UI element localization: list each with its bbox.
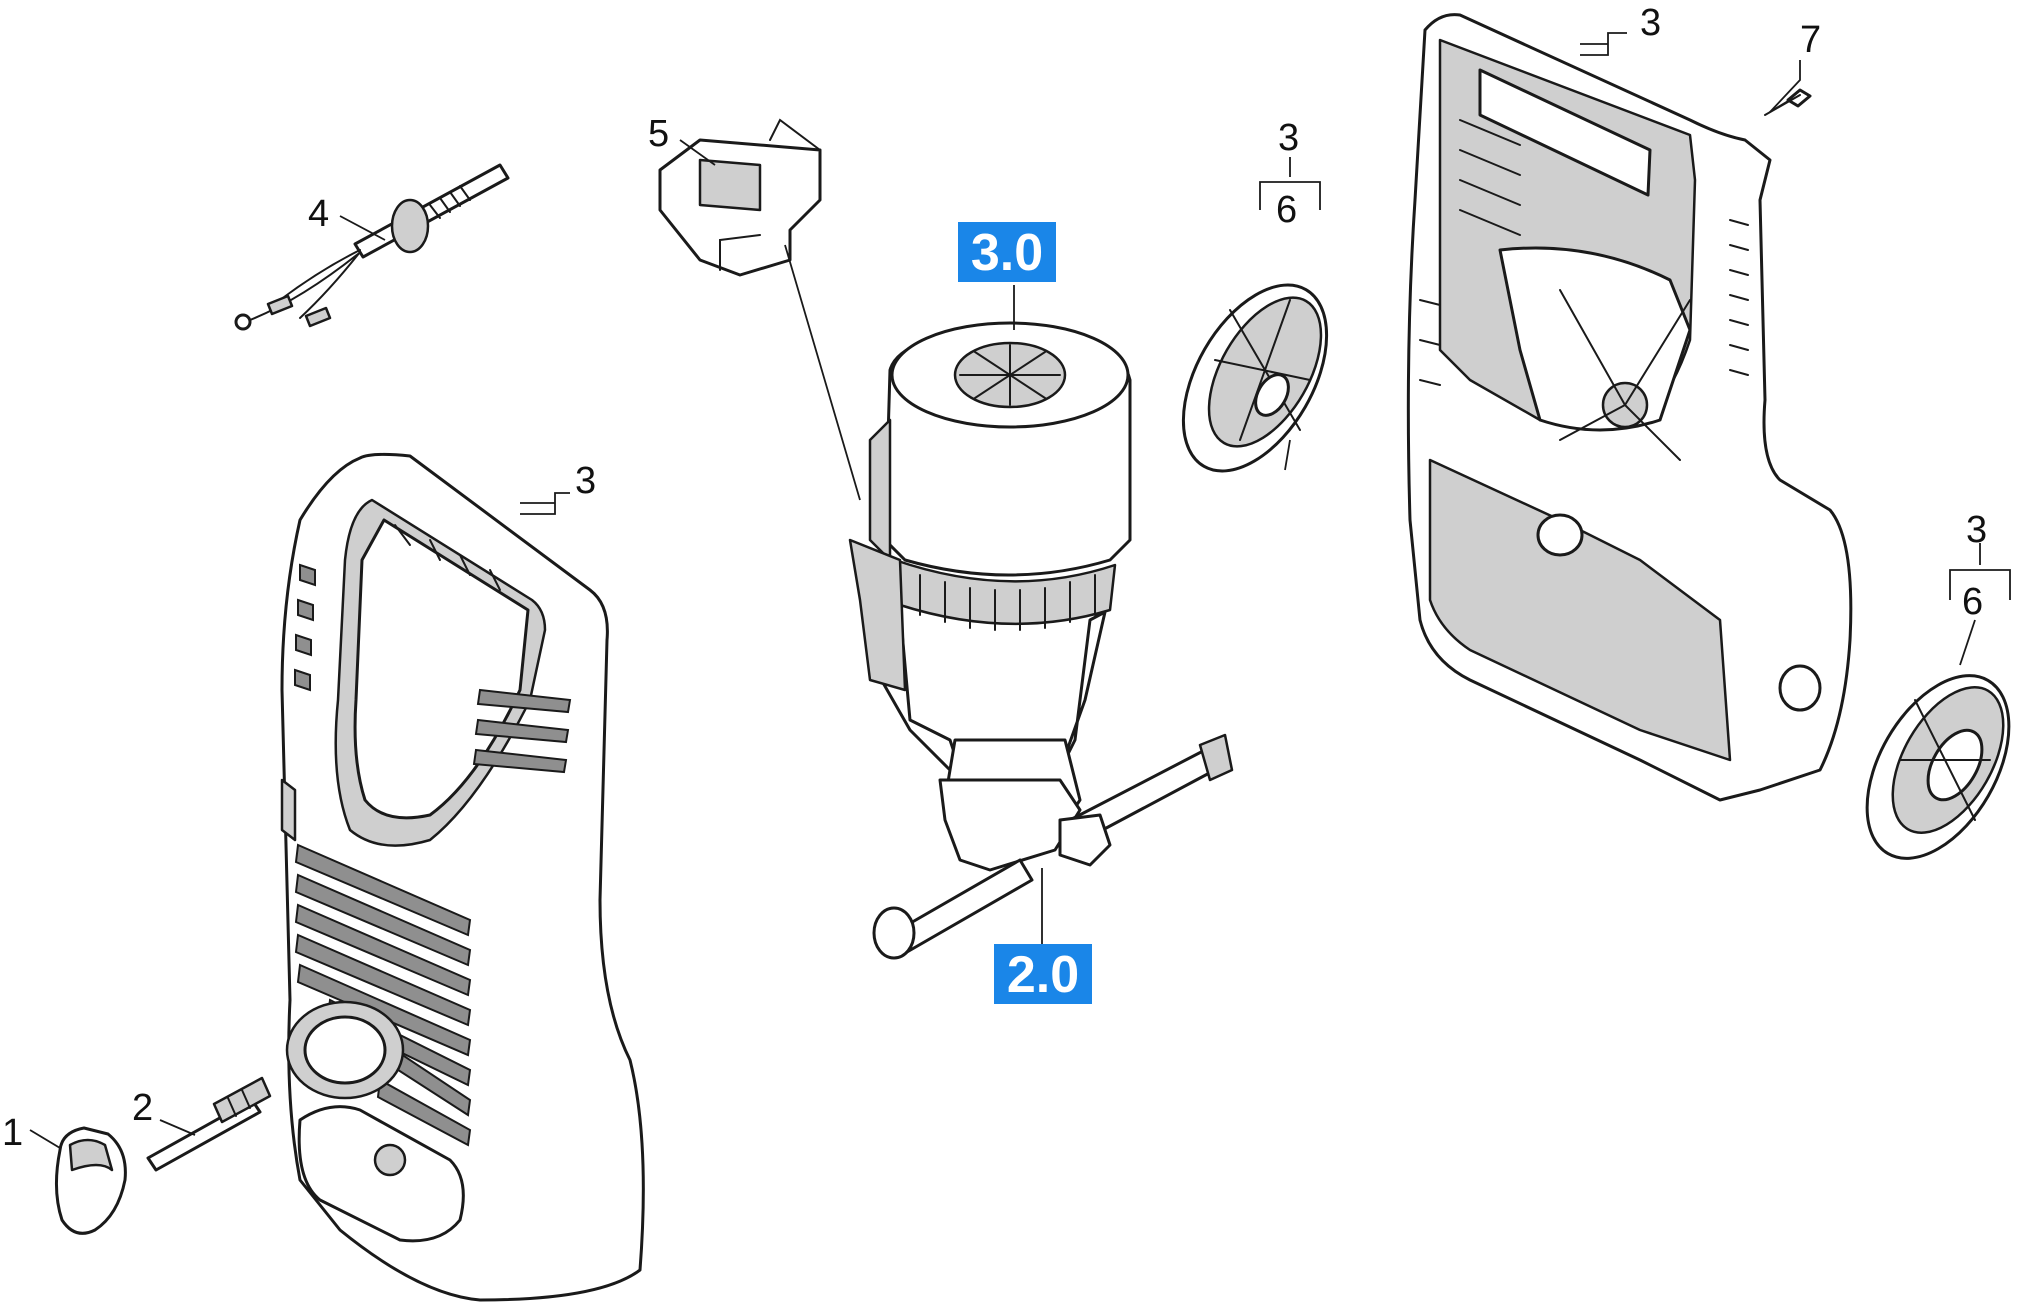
shaft-part	[146, 1076, 272, 1172]
rear-housing	[1406, 13, 1853, 802]
wheel-right	[1865, 674, 2011, 860]
motor-link-label[interactable]: 3.0	[971, 224, 1043, 282]
label-part-3-wheel-right: 3	[1966, 509, 1987, 551]
part-labels: 1 2 3 3 3 3 4 5 6 6 7	[2, 2, 1987, 1154]
label-part-7: 7	[1800, 19, 1821, 61]
motor-pump-assembly	[848, 321, 1234, 960]
label-part-6-wheel-right: 6	[1962, 581, 1983, 623]
motor-link-badge[interactable]: 3.0	[958, 222, 1056, 282]
cable-part	[234, 163, 510, 331]
screw-part	[1764, 88, 1812, 116]
pump-link-label[interactable]: 2.0	[1007, 946, 1079, 1004]
bracket-part	[658, 118, 822, 277]
knob-part	[54, 1126, 127, 1235]
label-part-1: 1	[2, 1112, 23, 1154]
label-part-4: 4	[308, 193, 329, 235]
leader-lines	[29, 32, 2011, 1149]
wheel-top	[1181, 283, 1329, 473]
label-part-3-top: 3	[1640, 2, 1661, 44]
front-housing	[280, 452, 645, 1302]
label-part-3-front: 3	[575, 460, 596, 502]
label-part-6-wheel-top: 6	[1276, 189, 1297, 231]
label-part-3-wheel-top: 3	[1278, 117, 1299, 159]
pump-link-badge[interactable]: 2.0	[994, 944, 1092, 1004]
label-part-5: 5	[648, 113, 669, 155]
label-part-2: 2	[132, 1087, 153, 1129]
